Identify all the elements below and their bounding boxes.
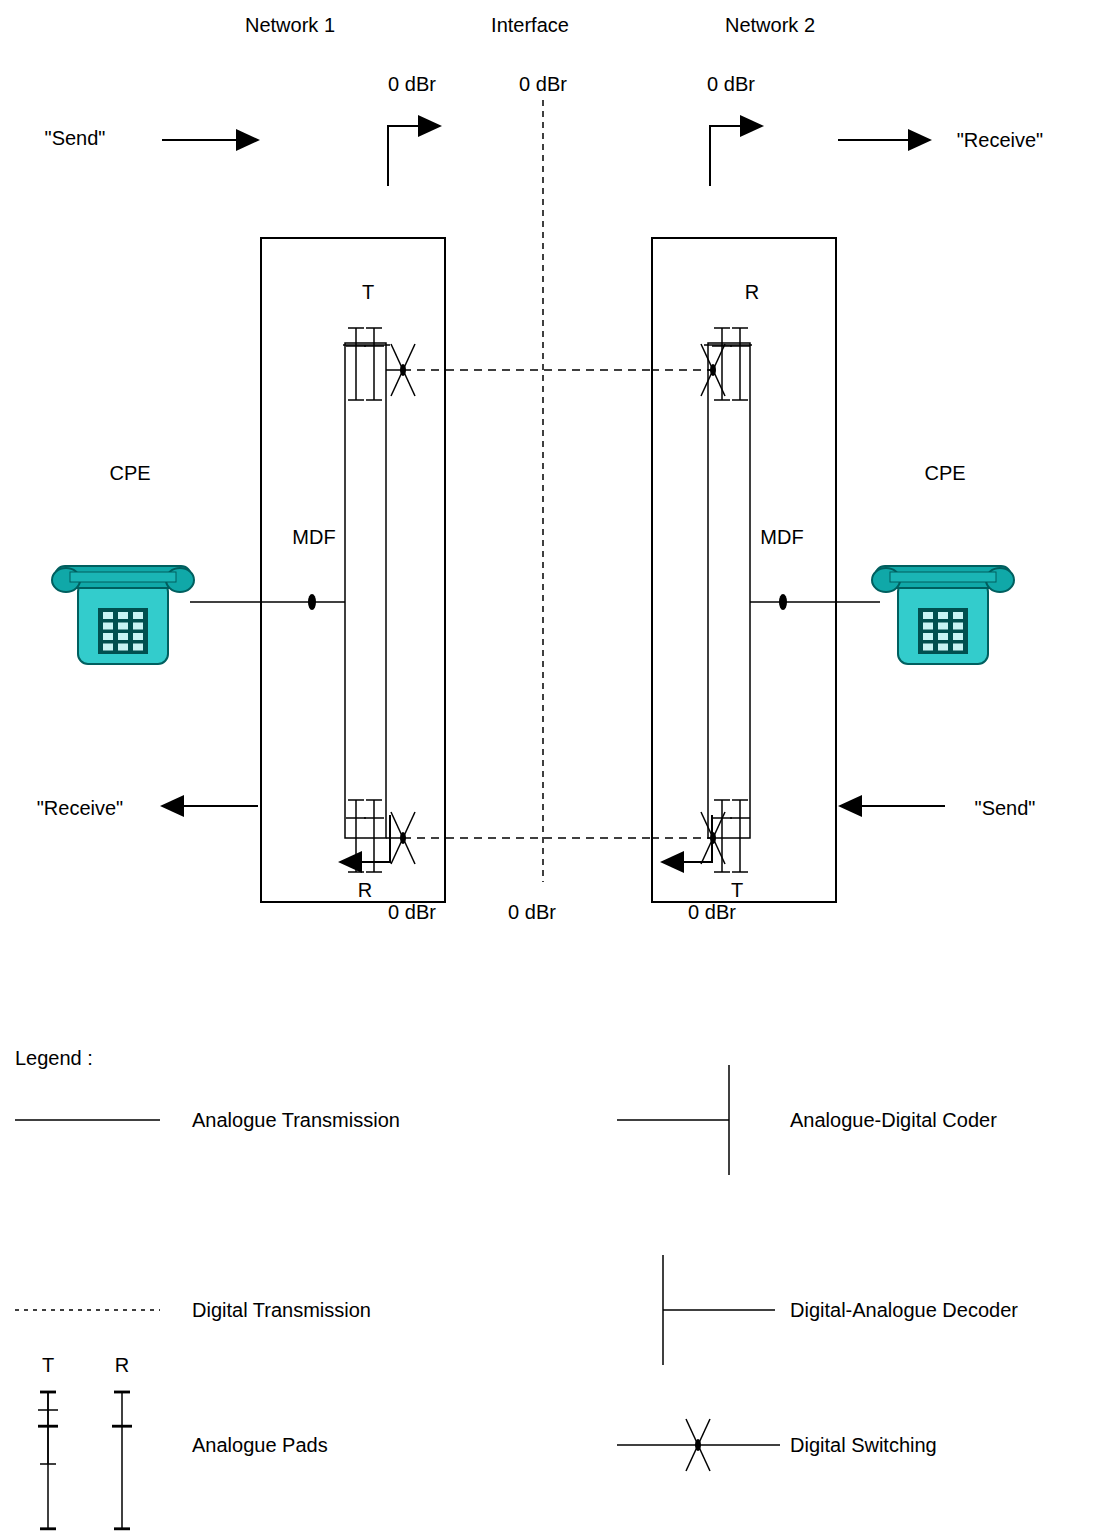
diagram-label: R bbox=[115, 1354, 129, 1377]
diagram-label: "Receive" bbox=[37, 797, 123, 820]
diagram-label: 0 dBr bbox=[519, 73, 567, 96]
digital-link bbox=[446, 837, 651, 839]
diagram-label: "Receive" bbox=[957, 129, 1043, 152]
box-label: MDF bbox=[292, 526, 335, 549]
box-label: R bbox=[358, 879, 372, 902]
box-label: T bbox=[362, 281, 374, 304]
diagram-label: CPE bbox=[924, 462, 965, 485]
legend-text: Analogue-Digital Coder bbox=[790, 1109, 997, 1132]
network-box: T MDF R bbox=[260, 237, 446, 903]
diagram-label: T bbox=[42, 1354, 54, 1377]
box-label: T bbox=[731, 879, 743, 902]
diagram-label: "Send" bbox=[45, 127, 106, 150]
diagram-label: 0 dBr bbox=[508, 901, 556, 924]
legend-text: Digital-Analogue Decoder bbox=[790, 1299, 1018, 1322]
legend-text: Digital Transmission bbox=[192, 1299, 371, 1322]
diagram-label: 0 dBr bbox=[388, 73, 436, 96]
box-label: R bbox=[745, 281, 759, 304]
diagram-label: 0 dBr bbox=[707, 73, 755, 96]
legend-text: Analogue Transmission bbox=[192, 1109, 400, 1132]
box-label: MDF bbox=[760, 526, 803, 549]
network-box: R MDF T bbox=[651, 237, 837, 903]
diagram-label: 0 dBr bbox=[388, 901, 436, 924]
diagram-label: Network 1 bbox=[245, 14, 335, 37]
diagram-label: Interface bbox=[491, 14, 569, 37]
diagram-label: CPE bbox=[109, 462, 150, 485]
diagram-label: Legend : bbox=[15, 1047, 93, 1070]
diagram-label: 0 dBr bbox=[688, 901, 736, 924]
legend-text: Analogue Pads bbox=[192, 1434, 328, 1457]
digital-link bbox=[446, 369, 651, 371]
legend-text: Digital Switching bbox=[790, 1434, 937, 1457]
diagram-label: "Send" bbox=[975, 797, 1036, 820]
diagram-label: Network 2 bbox=[725, 14, 815, 37]
